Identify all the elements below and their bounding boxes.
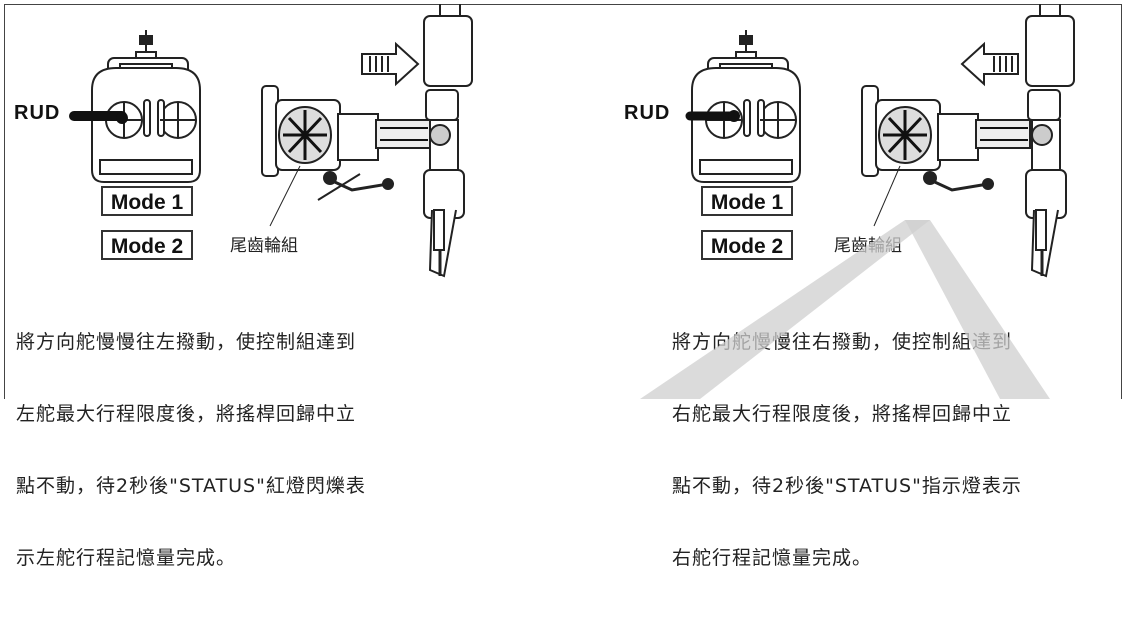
transmitter-icon (691, 30, 801, 183)
tail-rotor-hub-icon (1025, 4, 1075, 278)
tail-gear-set-label: 尾齒輪組 (834, 236, 902, 256)
desc-line: 點不動，待2秒後"STATUS"紅燈閃爍表 (16, 475, 366, 497)
transmitter-icon (91, 30, 201, 183)
figure-frame (4, 4, 1122, 399)
rud-label: RUD (14, 102, 61, 124)
mode-2-label: Mode 2 (701, 230, 793, 260)
tail-rotor-hub-icon (423, 4, 473, 278)
mode-1-label: Mode 1 (101, 186, 193, 216)
rud-label: RUD (624, 102, 671, 124)
desc-line: 右舵行程記憶量完成。 (672, 547, 873, 569)
rudder-stick-left-icon (69, 111, 128, 124)
rotation-arrow-left-icon (960, 41, 1019, 87)
part-leader-line (873, 165, 901, 227)
part-leader-line (269, 165, 301, 227)
tail-gear-set-label: 尾齒輪組 (230, 236, 298, 256)
right-description: 將方向舵慢慢往右撥動，使控制組達到 右舵最大行程限度後，將搖桿回歸中立 點不動，… (672, 282, 1022, 618)
mode-1-label: Mode 1 (701, 186, 793, 216)
tail-gearbox-icon (861, 85, 1031, 192)
desc-line: 右舵最大行程限度後，將搖桿回歸中立 (672, 403, 1013, 425)
left-description: 將方向舵慢慢往左撥動，使控制組達到 左舵最大行程限度後，將搖桿回歸中立 點不動，… (16, 282, 366, 618)
desc-line: 左舵最大行程限度後，將搖桿回歸中立 (16, 403, 357, 425)
desc-line: 示左舵行程記憶量完成。 (16, 547, 237, 569)
mode-2-label: Mode 2 (101, 230, 193, 260)
rudder-stick-right-icon (685, 110, 740, 122)
left-rudder-panel: RUD Mode 1 Mode 2 尾齒輪組 將方向舵慢慢往左撥動，使控制組達到… (0, 0, 564, 569)
rotation-arrow-right-icon (361, 41, 420, 87)
desc-line: 將方向舵慢慢往左撥動，使控制組達到 (16, 331, 357, 353)
right-rudder-panel: RUD Mode 1 Mode 2 尾齒輪組 將方向舵慢慢往右撥動，使控制組達到… (564, 0, 1128, 569)
desc-line: 點不動，待2秒後"STATUS"指示燈表示 (672, 475, 1022, 497)
desc-line: 將方向舵慢慢往右撥動，使控制組達到 (672, 331, 1013, 353)
tail-gearbox-icon (261, 85, 431, 201)
left-panel-illustration (69, 4, 473, 278)
